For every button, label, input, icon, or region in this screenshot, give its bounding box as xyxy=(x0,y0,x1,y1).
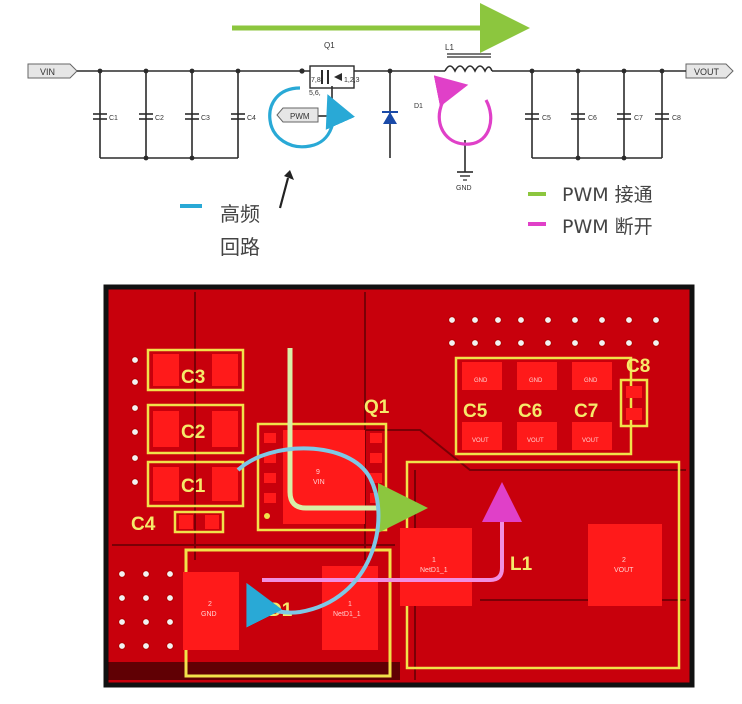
pcb-layout: 9 VIN GND GND GND VOUT VOUT VOUT 1 xyxy=(103,284,695,688)
input-capacitor-symbols xyxy=(93,113,245,120)
l1-left-pad-number: 1 xyxy=(432,557,436,564)
pcb-pwm-off-path-arrow xyxy=(262,482,522,582)
c1-footprint xyxy=(146,460,245,508)
input-cap-footprints xyxy=(146,348,245,534)
schematic-pwm-off-loop-arrow xyxy=(433,75,493,146)
l1-right-pad-number: 2 xyxy=(622,557,626,564)
l1-inductor-symbol: L1 xyxy=(444,43,493,73)
pwm-source: PWM xyxy=(276,107,319,123)
junction-dots xyxy=(97,68,665,161)
schem-d1-label: D1 xyxy=(414,103,423,110)
out-cap-pad-net: VOUT xyxy=(582,438,599,444)
out-cap-pad-net: GND xyxy=(584,378,598,384)
output-cap-footprints: GND GND GND VOUT VOUT VOUT xyxy=(454,356,649,456)
c2-footprint xyxy=(146,403,245,455)
out-cap-pad-net: GND xyxy=(529,378,543,384)
pcb-c1-label: C1 xyxy=(181,476,206,497)
l1-footprint: 1 NetD1_1 2 VOUT xyxy=(400,460,681,670)
schematic: VIN VOUT xyxy=(27,3,734,209)
d1-diode-symbol: D1 xyxy=(382,103,423,124)
vout-label: VOUT xyxy=(694,67,720,77)
schem-cap-label: C4 xyxy=(247,115,256,122)
pcb-c7-label: C7 xyxy=(574,401,598,422)
schem-cap-label: C8 xyxy=(672,115,681,122)
q1-label: Q1 xyxy=(324,41,335,50)
schem-cap-label: C1 xyxy=(109,115,118,122)
out-cap-pad-net: VOUT xyxy=(527,438,544,444)
pcb-high-freq-loop-arrow xyxy=(236,446,381,628)
pcb-c2-label: C2 xyxy=(181,422,205,443)
d1-left-pad-net: GND xyxy=(201,611,217,618)
q1-pins-left: 7,8 xyxy=(311,77,321,84)
pcb-l1-label: L1 xyxy=(510,554,533,575)
q1-pins-right: 1,2,3 xyxy=(344,77,360,84)
legend-high-freq-line2: 回路 xyxy=(220,235,260,259)
pcb-c4-label: C4 xyxy=(131,514,156,535)
schematic-high-freq-loop-arrow xyxy=(268,86,356,149)
schem-cap-label: C2 xyxy=(155,115,164,122)
c4-footprint xyxy=(173,510,225,534)
schem-cap-label: C7 xyxy=(634,115,643,122)
out-cap-pad-net: GND xyxy=(474,378,488,384)
pcb-c6-label: C6 xyxy=(518,401,542,422)
c3-footprint xyxy=(146,348,245,392)
pcb-q1-label: Q1 xyxy=(364,397,390,418)
gnd-label: GND xyxy=(456,185,472,192)
d1-right-pad-number: 1 xyxy=(348,601,352,608)
pcb-pwm-on-path-arrow xyxy=(287,348,428,533)
legend-pwm-on-label: PWM 接通 xyxy=(562,184,653,206)
vias xyxy=(118,316,660,650)
legend-high-freq-line1: 高频 xyxy=(220,202,260,226)
pcb-c5-label: C5 xyxy=(463,401,488,422)
vin-label: VIN xyxy=(40,67,55,77)
pwm-label: PWM xyxy=(290,112,310,121)
l1-right-pad-net: VOUT xyxy=(614,567,634,574)
out-cap-pad-net: VOUT xyxy=(472,438,489,444)
q1-mosfet-symbol: Q1 7,8 5,6, 1,2,3 xyxy=(299,41,360,97)
legend: 高频 回路 PWM 接通 PWM 断开 xyxy=(180,184,653,259)
gnd-symbol: GND xyxy=(456,171,473,192)
vout-port: VOUT xyxy=(685,63,734,79)
d1-right-pad-net: NetD1_1 xyxy=(333,611,361,618)
legend-pwm-off-label: PWM 断开 xyxy=(562,216,653,238)
black-pointer-arrow xyxy=(278,177,290,209)
q1-pad-number: 9 xyxy=(316,469,320,476)
l1-left-pad-net: NetD1_1 xyxy=(420,567,448,574)
pcb-ref-designators: C3 C2 C1 C4 Q1 C5 C6 C7 C8 L1 D1 xyxy=(131,356,650,621)
black-pointer-arrowhead xyxy=(284,170,294,180)
schem-cap-label: C3 xyxy=(201,115,210,122)
pcb-c8-label: C8 xyxy=(626,356,650,377)
q1-pad-net: VIN xyxy=(313,479,325,486)
vin-port: VIN xyxy=(27,63,78,79)
output-capacitor-symbols xyxy=(525,113,669,120)
pcb-c3-label: C3 xyxy=(181,367,205,388)
schem-cap-label: C6 xyxy=(588,115,597,122)
schem-l1-label: L1 xyxy=(445,43,454,52)
d1-left-pad-number: 2 xyxy=(208,601,212,608)
schem-cap-label: C5 xyxy=(542,115,551,122)
q1-pins-left-2: 5,6, xyxy=(309,90,321,97)
